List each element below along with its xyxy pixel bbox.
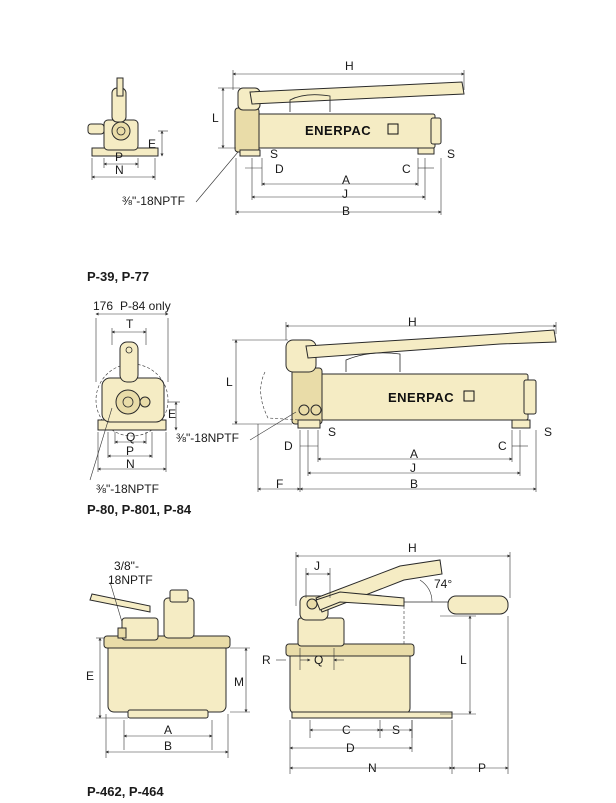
p39-dim-h: H (345, 59, 354, 73)
p462-port-label-line2: 18NPTF (108, 573, 153, 587)
p80-brand-logo: ENERPAC (388, 390, 454, 405)
p462-front-view (89, 581, 250, 758)
p39-dim-j: J (342, 187, 348, 201)
p80-dim-l: L (226, 375, 233, 389)
p39-dim-l: L (212, 111, 219, 125)
p462-dim-r: R (262, 653, 271, 667)
p462-dim-p: P (478, 761, 486, 775)
p80-dim-f: F (276, 477, 283, 491)
p80-dim-c: C (498, 439, 507, 453)
p462-dim-s: S (392, 723, 400, 737)
p80-dim-h: H (408, 315, 417, 329)
p80-dim-q: Q (126, 430, 135, 444)
p462-dim-j: J (314, 559, 320, 573)
p462-side-view (276, 552, 511, 774)
p462-dim-h: H (408, 541, 417, 555)
p80-dim-s-right: S (544, 425, 552, 439)
p39-dim-p: P (115, 150, 123, 164)
p80-p84-only-note: P-84 only (120, 299, 171, 313)
p462-dim-l: L (460, 653, 467, 667)
p80-port-label-side: ⅜"-18NPTF (176, 431, 239, 445)
p39-dim-s-left: S (270, 147, 278, 161)
p462-dim-m: M (234, 675, 244, 689)
p80-dim-n: N (126, 457, 135, 471)
p80-dim-e: E (168, 407, 176, 421)
p80-end-view (89, 312, 180, 481)
p80-dim-s-left: S (328, 425, 336, 439)
p462-dim-c: C (342, 723, 351, 737)
p39-dim-b: B (342, 204, 350, 218)
p39-port-label: ⅜"-18NPTF (122, 194, 185, 208)
p39-dim-s-right: S (447, 147, 455, 161)
p462-dim-d: D (346, 741, 355, 755)
p462-dim-a: A (164, 723, 172, 737)
p39-side-view: ENERPAC (195, 70, 465, 215)
p39-caption: P-39, P-77 (87, 269, 149, 284)
p462-dim-e: E (86, 669, 94, 683)
p462-dim-q: Q (314, 653, 323, 667)
p462-angle-label: 74° (434, 577, 452, 591)
p39-dim-n: N (115, 163, 124, 177)
p80-dim-t: T (126, 317, 134, 331)
p80-dim-176: 176 (93, 299, 113, 313)
p80-dim-b: B (410, 477, 418, 491)
p39-brand-logo: ENERPAC (305, 123, 371, 138)
p462-dim-n: N (368, 761, 377, 775)
p39-dim-d: D (275, 162, 284, 176)
p80-dim-a: A (410, 447, 418, 461)
p80-dim-d: D (284, 439, 293, 453)
p39-dim-c: C (402, 162, 411, 176)
p39-dim-a: A (342, 173, 350, 187)
p80-dim-p: P (126, 444, 134, 458)
p462-port-label-line1: 3/8"- (114, 559, 139, 573)
p462-caption: P-462, P-464 (87, 784, 164, 799)
p80-dim-j: J (410, 461, 416, 475)
p80-caption: P-80, P-801, P-84 (87, 502, 192, 517)
p39-end-view (87, 77, 168, 180)
p39-dim-e: E (148, 137, 156, 151)
p462-dim-b: B (164, 739, 172, 753)
p80-side-view: ENERPAC (232, 322, 557, 492)
p80-port-label-end: ⅜"-18NPTF (96, 482, 159, 496)
